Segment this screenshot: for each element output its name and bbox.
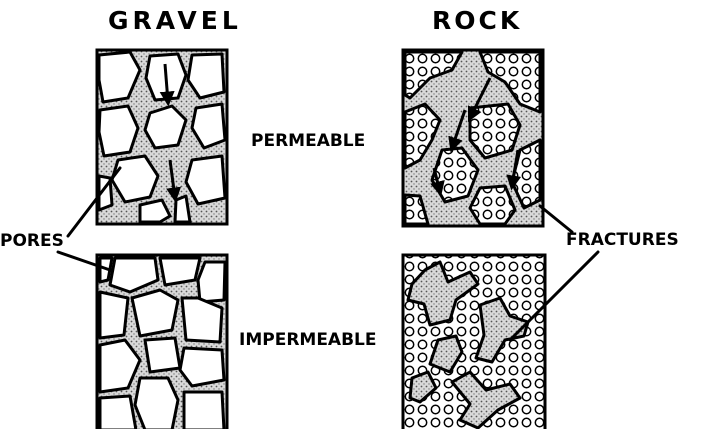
- rock-heading: ROCK: [432, 6, 522, 35]
- pores-label: PORES: [0, 231, 64, 251]
- fractures-leader-upper: [540, 206, 572, 232]
- permeable-label: PERMEABLE: [251, 131, 365, 151]
- fractures-label: FRACTURES: [566, 230, 679, 250]
- rock-impermeable-panel: [403, 255, 545, 429]
- gravel-heading: GRAVEL: [108, 6, 242, 35]
- rock-permeable-panel: [403, 50, 543, 226]
- gravel-permeable-panel: [97, 50, 227, 224]
- gravel-impermeable-panel: [97, 255, 227, 429]
- impermeable-label: IMPERMEABLE: [239, 330, 377, 350]
